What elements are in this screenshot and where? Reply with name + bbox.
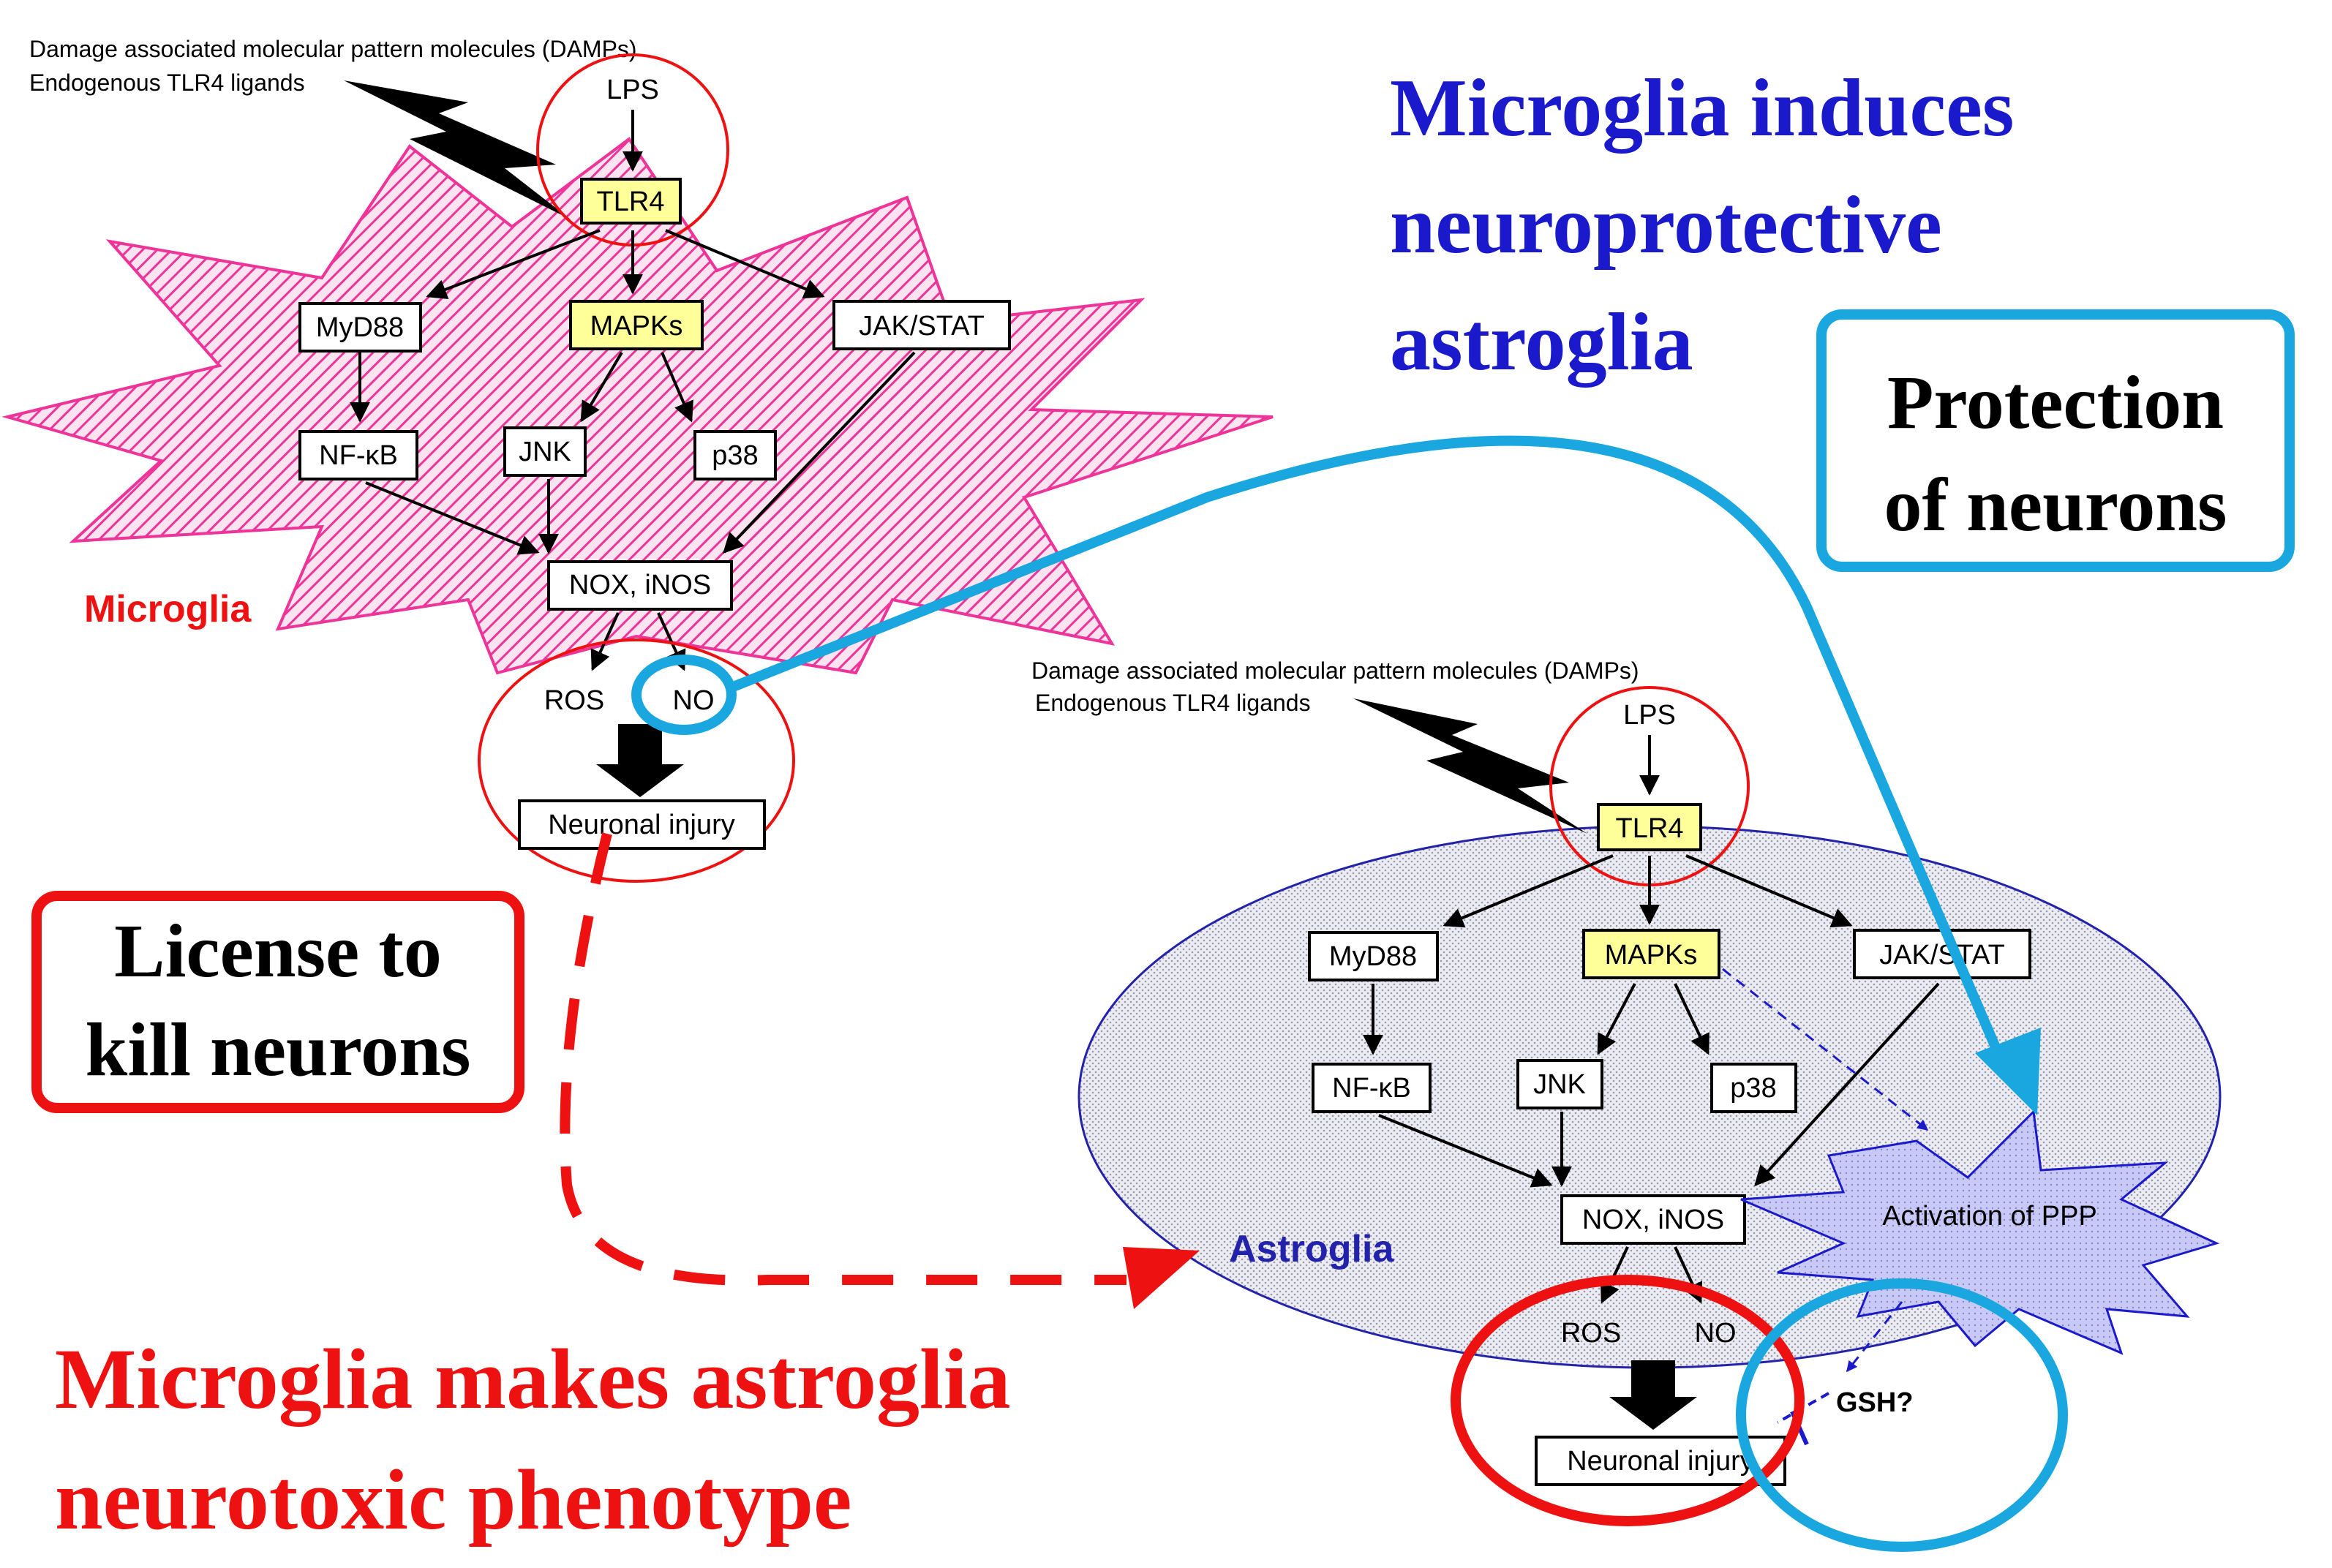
microglia-no: NO <box>673 685 715 716</box>
microglia-nox: NOX, iNOS <box>569 570 711 600</box>
astroglia-p38: p38 <box>1730 1073 1776 1104</box>
microglia-mapks: MAPKs <box>590 311 683 342</box>
license-box <box>31 891 524 1113</box>
astroglia-jakstat: JAK/STAT <box>1879 940 2005 970</box>
astroglia-neurotoxic-circle <box>1451 1275 1805 1526</box>
microglia-jakstat-box <box>832 300 1011 350</box>
astroglia-nox: NOX, iNOS <box>1582 1205 1724 1235</box>
microglia-starburst <box>1 137 1274 675</box>
microglia-lps: LPS <box>606 75 659 105</box>
astroglia-ligands-text: Endogenous TLR4 ligands <box>1035 690 1311 716</box>
microglia-injury-box <box>518 799 766 850</box>
induces-title-line1: Microglia induces <box>1390 63 2014 154</box>
astroglia-nox-box <box>1560 1194 1746 1245</box>
astroglia-mapks: MAPKs <box>1605 940 1698 970</box>
astroglia-ros: ROS <box>1561 1318 1621 1349</box>
astroglia-injury-arrow <box>1609 1360 1697 1430</box>
microglia-damps-bolt <box>344 80 571 219</box>
microglia-ros: ROS <box>544 685 604 716</box>
microglia-nox-box <box>547 560 733 611</box>
induces-title-line2: neuroprotective <box>1390 180 1942 271</box>
protection-callout: Protection of neurons <box>1816 309 2295 572</box>
microglia-tlr4: TLR4 <box>597 186 665 217</box>
microglia-jnk-box <box>503 426 587 477</box>
astroglia-panel: Damage associated molecular pattern mole… <box>1031 657 2222 1486</box>
protection-box <box>1816 309 2295 572</box>
neurotoxic-arrowhead <box>1123 1247 1200 1309</box>
astroglia-no: NO <box>1695 1318 1737 1349</box>
astroglia-ppp: Activation of PPP <box>1882 1201 2097 1232</box>
microglia-myd88: MyD88 <box>316 312 404 343</box>
microglia-damps-text: Damage associated molecular pattern mole… <box>29 36 637 62</box>
microglia-injury: Neuronal injury <box>548 810 735 840</box>
microglia-myd88-box <box>298 302 422 353</box>
protection-line1: Protection <box>1887 361 2224 445</box>
astroglia-tlr4-box <box>1597 803 1702 851</box>
astroglia-p38-box <box>1710 1063 1797 1113</box>
microglia-p38: p38 <box>712 440 758 471</box>
astroglia-injury-box <box>1535 1436 1786 1486</box>
neurotoxic-arrow <box>560 832 1126 1286</box>
protection-line2: of neurons <box>1884 463 2227 547</box>
microglia-tlr4-box <box>580 178 682 225</box>
microglia-jakstat: JAK/STAT <box>859 311 985 342</box>
astroglia-jakstat-box <box>1853 929 2031 979</box>
microglia-injury-circle <box>478 638 795 883</box>
makes-title: Microglia makes astroglia neurotoxic phe… <box>55 1331 1011 1548</box>
makes-title-line1: Microglia makes astroglia <box>55 1331 1011 1427</box>
astroglia-nfkb: NF-κB <box>1332 1073 1411 1104</box>
astroglia-nfkb-box <box>1312 1063 1432 1113</box>
license-line1: License to <box>114 909 442 993</box>
astroglia-jnk: JNK <box>1533 1069 1586 1100</box>
microglia-nfkb: NF-κB <box>319 440 398 471</box>
microglia-label: Microglia <box>84 588 252 630</box>
microglia-nfkb-box <box>298 430 418 480</box>
microglia-jnk: JNK <box>519 437 571 467</box>
license-line2: kill neurons <box>86 1008 471 1092</box>
astroglia-ppp-starburst <box>1740 1109 2220 1355</box>
astroglia-damps-bolt <box>1353 698 1587 834</box>
microglia-no-circle <box>631 655 737 735</box>
astroglia-injury: Neuronal injury <box>1567 1446 1754 1477</box>
astroglia-lps: LPS <box>1623 700 1676 731</box>
astroglia-label: Astroglia <box>1229 1228 1394 1270</box>
astroglia-gsh: GSH? <box>1836 1387 1914 1418</box>
astroglia-mapks-box <box>1582 929 1720 979</box>
license-callout: License to kill neurons <box>31 891 524 1113</box>
microglia-p38-box <box>693 430 777 480</box>
protection-arrow <box>729 435 2009 1070</box>
microglia-injury-arrow <box>596 724 684 797</box>
microglia-mapks-box <box>569 300 704 350</box>
astroglia-protection-circle <box>1736 1278 2068 1552</box>
induces-title-line3: astroglia <box>1390 297 1693 388</box>
astroglia-jnk-box <box>1516 1059 1603 1109</box>
induces-title: Microglia induces neuroprotective astrog… <box>1390 63 2014 388</box>
microglia-ligands-text: Endogenous TLR4 ligands <box>29 69 305 96</box>
astroglia-damps-text: Damage associated molecular pattern mole… <box>1031 657 1639 684</box>
astroglia-tlr4: TLR4 <box>1616 813 1684 844</box>
makes-title-line2: neurotoxic phenotype <box>55 1452 851 1548</box>
microglia-panel: Damage associated molecular pattern mole… <box>1 36 1274 883</box>
protection-arrowhead <box>1975 1028 2041 1115</box>
astroglia-myd88: MyD88 <box>1329 941 1417 972</box>
astroglia-myd88-box <box>1308 931 1439 981</box>
